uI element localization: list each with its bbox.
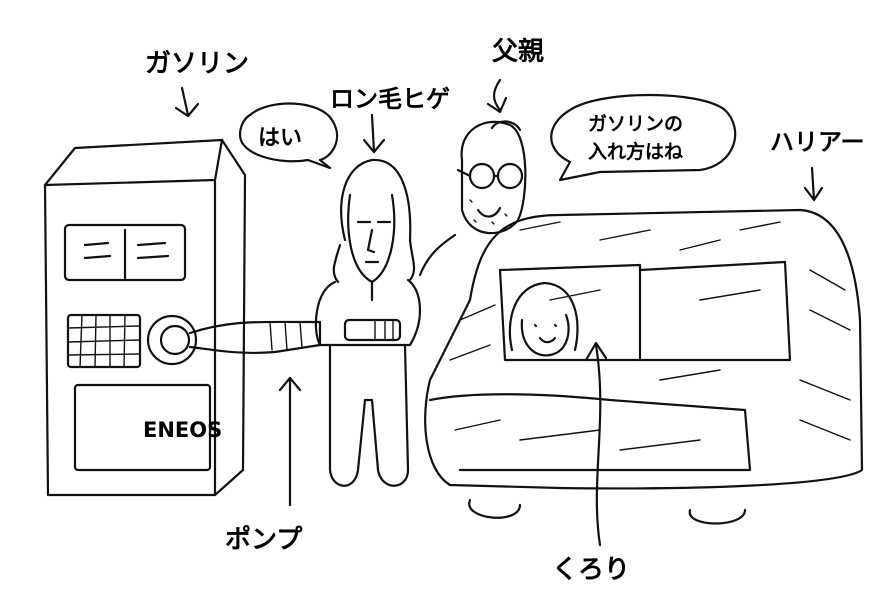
label-kurori: くろり: [552, 555, 630, 585]
speech-father-line2: 入れ方はね: [588, 140, 683, 163]
speech-father-line1: ガソリンの: [588, 113, 683, 135]
label-pump: ポンプ: [225, 524, 303, 555]
long-haired-man: [314, 158, 422, 487]
reply-bubble: [238, 102, 339, 170]
label-gasoline: ガソリン: [145, 49, 249, 79]
label-long-hair-beard: ロン毛ヒゲ: [330, 85, 450, 113]
pump-brand-logo: ENEOS: [143, 418, 222, 442]
annotation-arrows: [174, 78, 824, 547]
car-harrier: [424, 208, 864, 525]
gas-pump: [43, 138, 322, 497]
label-harrier: ハリアー: [770, 128, 865, 156]
speech-reply: はい: [258, 126, 302, 151]
father-speech-bubble: [550, 93, 737, 182]
label-father: 父親: [492, 37, 544, 67]
father: [418, 120, 527, 277]
